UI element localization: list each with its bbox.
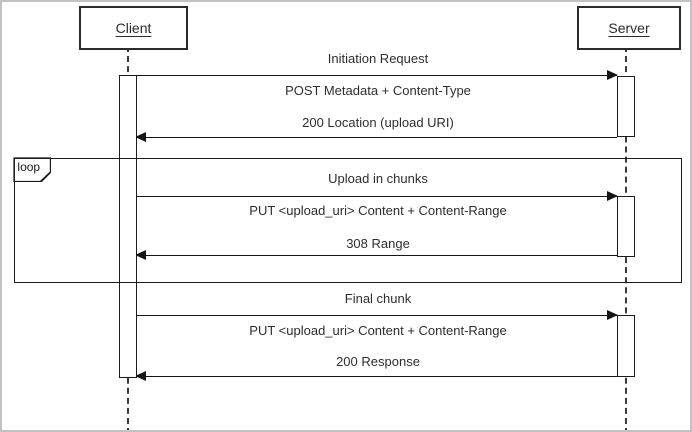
arrow-200-response	[135, 371, 617, 382]
message-label-post-metadata: POST Metadata + Content-Type	[285, 83, 471, 98]
activation-bar-server-final	[617, 315, 635, 377]
activation-bar-server-chunk	[617, 196, 635, 257]
arrowhead-left-icon	[135, 132, 146, 143]
pentagon-fill	[15, 159, 50, 181]
loop-fragment-label: loop	[17, 160, 41, 175]
arrow-308-range	[135, 250, 617, 261]
message-label-200-location: 200 Location (upload URI)	[302, 115, 454, 130]
activation-bar-server-initiation	[617, 76, 635, 137]
arrowhead-left-icon	[135, 371, 146, 382]
section-title-final-chunk: Final chunk	[344, 291, 412, 306]
section-title-initiation: Initiation Request	[327, 51, 429, 66]
arrow-post-metadata	[136, 70, 618, 81]
actor-label-server: Server	[608, 20, 650, 36]
arrowhead-left-icon	[135, 250, 146, 261]
actor-box-client: Client	[79, 6, 188, 50]
actor-label-client: Client	[115, 20, 152, 36]
arrow-put-final-chunk	[136, 310, 618, 321]
message-label-308-range: 308 Range	[346, 236, 410, 251]
actor-box-server: Server	[577, 6, 681, 50]
message-label-put-final: PUT <upload_uri> Content + Content-Range	[249, 323, 507, 338]
arrow-put-chunk	[136, 191, 618, 202]
arrowhead-right-icon	[607, 70, 618, 81]
message-label-put-chunk: PUT <upload_uri> Content + Content-Range	[249, 203, 507, 218]
message-label-200-response: 200 Response	[336, 354, 420, 369]
loop-fragment-frame: loop	[13, 157, 682, 283]
section-title-upload-chunks: Upload in chunks	[328, 171, 428, 186]
arrowhead-right-icon	[607, 310, 618, 321]
arrow-200-location	[135, 132, 617, 143]
arrowhead-right-icon	[607, 191, 618, 202]
activation-bar-client	[119, 75, 137, 378]
loop-fragment-label-pentagon: loop	[13, 157, 52, 183]
